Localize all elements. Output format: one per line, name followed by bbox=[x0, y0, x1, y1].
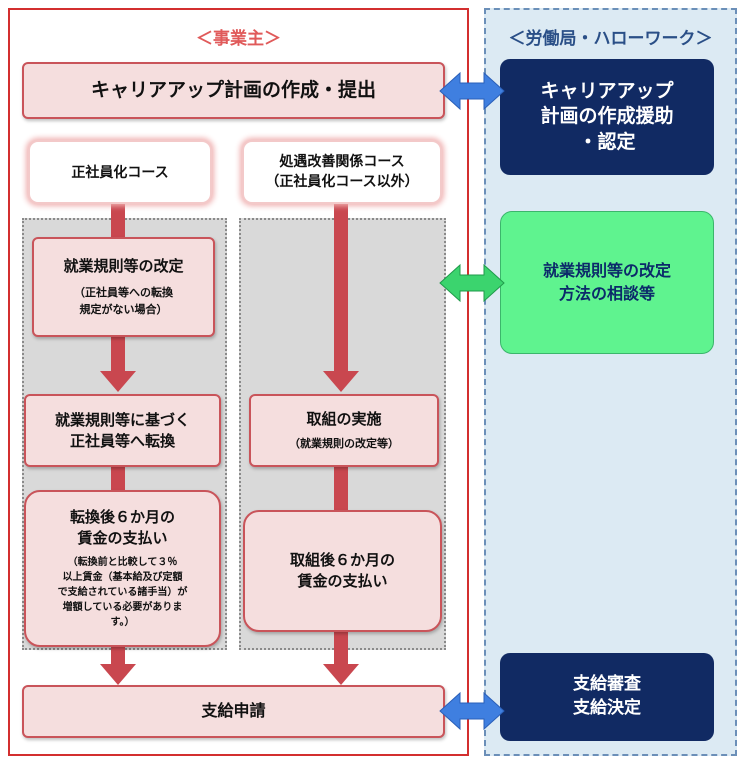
course-treatment-box: 処遇改善関係コース （正社員化コース以外） bbox=[244, 142, 440, 202]
arrow-shaft-right-1 bbox=[334, 200, 348, 375]
course-treatment-label-2: （正社員化コース以外） bbox=[265, 174, 419, 190]
arrow-shaft-left-1 bbox=[111, 200, 125, 240]
rules-revision-note-2: 規定がない場合） bbox=[79, 302, 168, 316]
plan-support-label-3: ・認定 bbox=[578, 130, 636, 153]
wage-left-title-2: 賃金の支払い bbox=[77, 529, 168, 547]
payment-decision-label-2: 支給決定 bbox=[573, 698, 641, 718]
conversion-box: 就業規則等に基づく 正社員等へ転換 bbox=[24, 394, 221, 467]
payment-decision-box: 支給審査 支給決定 bbox=[500, 653, 714, 741]
action-box: 取組の実施 （就業規則の改定等） bbox=[249, 394, 439, 467]
rules-revision-title: 就業規則等の改定 bbox=[63, 257, 184, 275]
course-regular-label: 正社員化コース bbox=[71, 165, 169, 181]
arrow-head-left-4 bbox=[100, 664, 136, 685]
arrow-shaft-left-4 bbox=[111, 645, 125, 667]
arrow-head-right-3 bbox=[323, 664, 359, 685]
application-label: 支給申請 bbox=[201, 701, 266, 721]
wage-left-note-3: で支給されている諸手当）が bbox=[57, 587, 188, 598]
plan-support-label-2: 計画の作成援助 bbox=[540, 105, 674, 128]
plan-submission-box: キャリアアップ計画の作成・提出 bbox=[22, 62, 445, 119]
double-arrow-apply bbox=[439, 691, 505, 731]
wage-right-title-2: 賃金の支払い bbox=[297, 572, 388, 590]
agency-title: ＜労働局・ハローワーク＞ bbox=[508, 29, 713, 49]
rules-revision-note-1: （正社員等への転換 bbox=[74, 286, 173, 299]
consultation-label-2: 方法の相談等 bbox=[558, 283, 655, 303]
conversion-label-1: 就業規則等に基づく bbox=[54, 410, 190, 429]
conversion-label-2: 正社員等へ転換 bbox=[69, 431, 175, 450]
arrow-shaft-left-2 bbox=[111, 335, 125, 373]
plan-support-box: キャリアアップ 計画の作成援助 ・認定 bbox=[500, 59, 714, 175]
arrow-shaft-right-2 bbox=[334, 466, 348, 511]
double-arrow-plan bbox=[439, 71, 505, 111]
wage-left-title-1: 転換後６か月の bbox=[69, 508, 175, 526]
arrow-shaft-right-3 bbox=[334, 630, 348, 668]
application-box: 支給申請 bbox=[22, 685, 445, 738]
employer-title: ＜事業主＞ bbox=[196, 29, 281, 49]
rules-revision-box: 就業規則等の改定 （正社員等への転換 規定がない場合） bbox=[32, 237, 215, 337]
consultation-box: 就業規則等の改定 方法の相談等 bbox=[500, 211, 714, 354]
action-note: （就業規則の改定等） bbox=[289, 436, 399, 450]
plan-support-label-1: キャリアアップ bbox=[540, 79, 674, 102]
payment-decision-label-1: 支給審査 bbox=[573, 674, 641, 695]
arrow-head-right-1 bbox=[323, 371, 359, 392]
course-treatment-label-1: 処遇改善関係コース bbox=[279, 153, 405, 170]
plan-submission-label: キャリアアップ計画の作成・提出 bbox=[90, 78, 376, 101]
course-regular-box: 正社員化コース bbox=[30, 142, 210, 202]
arrow-shaft-left-3 bbox=[111, 466, 125, 496]
wage-left-note-5: す。） bbox=[110, 617, 135, 628]
wage-payment-box-right: 取組後６か月の 賃金の支払い bbox=[243, 510, 442, 632]
wage-right-title-1: 取組後６か月の bbox=[289, 551, 395, 569]
wage-left-note-1: （転換前と比較して３％ bbox=[67, 557, 178, 568]
consultation-label-1: 就業規則等の改定 bbox=[542, 261, 671, 281]
action-title: 取組の実施 bbox=[306, 409, 382, 428]
double-arrow-consult bbox=[439, 263, 505, 303]
wage-left-note-2: 以上賃金（基本給及び定額 bbox=[62, 572, 183, 583]
wage-left-note-4: 増額している必要がありま bbox=[62, 602, 183, 613]
wage-payment-box-left: 転換後６か月の 賃金の支払い （転換前と比較して３％ 以上賃金（基本給及び定額 … bbox=[24, 490, 221, 647]
arrow-head-left-2 bbox=[100, 371, 136, 392]
